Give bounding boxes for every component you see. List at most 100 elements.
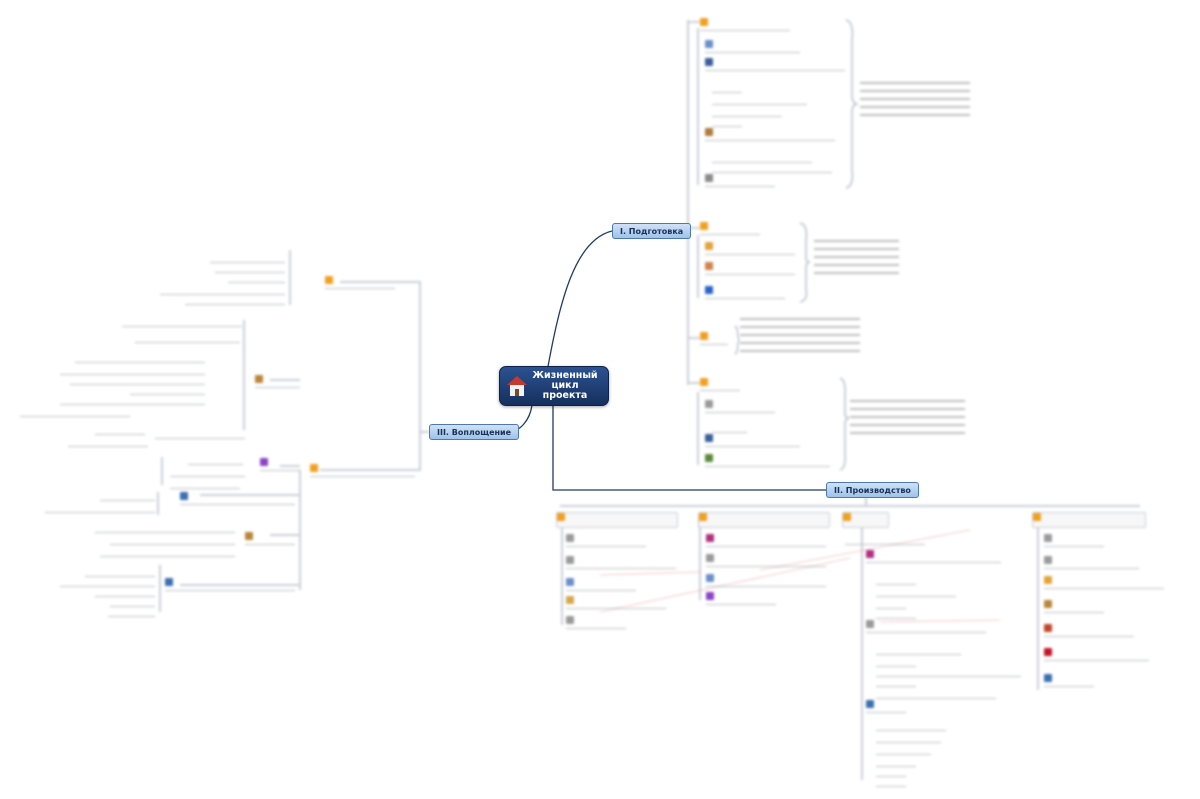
subtopic-placeholder bbox=[95, 584, 155, 597]
subtopic-placeholder bbox=[1044, 674, 1094, 687]
bulb-icon bbox=[699, 513, 707, 521]
subtopic-placeholder bbox=[100, 488, 155, 501]
coins-icon bbox=[705, 242, 713, 250]
subtopic-placeholder bbox=[866, 700, 906, 713]
subtopic-placeholder bbox=[185, 292, 285, 305]
subtopic-placeholder bbox=[876, 718, 946, 731]
bulb-icon bbox=[310, 464, 318, 472]
subtopic-placeholder bbox=[95, 422, 145, 435]
blueprint-icon bbox=[566, 578, 574, 586]
subtopic-placeholder bbox=[705, 454, 830, 467]
subtopic-placeholder bbox=[876, 642, 961, 655]
main-topic-production[interactable]: II. Производство bbox=[826, 482, 919, 498]
subtopic-placeholder bbox=[700, 222, 760, 235]
subtopic-placeholder bbox=[325, 276, 395, 289]
subtopic-placeholder bbox=[712, 80, 742, 93]
main-topic-preparation[interactable]: I. Подготовка bbox=[612, 223, 692, 239]
subtopic-placeholder bbox=[566, 596, 666, 609]
bulb-icon bbox=[700, 332, 708, 340]
subtopic-placeholder bbox=[1044, 576, 1164, 589]
subtopic-placeholder bbox=[1032, 512, 1146, 528]
blueprint-icon bbox=[180, 492, 188, 500]
person-icon bbox=[866, 700, 874, 708]
note-placeholder bbox=[740, 316, 860, 354]
subtopic-placeholder bbox=[705, 128, 835, 141]
subtopic-placeholder bbox=[68, 434, 148, 447]
pie-icon bbox=[260, 458, 268, 466]
main-topic-implementation[interactable]: III. Воплощение bbox=[429, 424, 520, 440]
pie-icon bbox=[706, 592, 714, 600]
bulb-icon bbox=[1033, 513, 1041, 521]
subtopic-placeholder bbox=[566, 556, 676, 569]
subtopic-placeholder bbox=[70, 372, 205, 385]
subtopic-placeholder bbox=[100, 544, 235, 557]
chart-icon bbox=[705, 262, 713, 270]
document-icon bbox=[866, 620, 874, 628]
building-icon bbox=[165, 578, 173, 586]
subtopic-placeholder bbox=[245, 532, 295, 545]
subtopic-placeholder bbox=[556, 512, 678, 528]
tools-icon bbox=[1044, 600, 1052, 608]
subtopic-placeholder bbox=[60, 574, 155, 587]
bulb-icon bbox=[557, 513, 565, 521]
subtopic-placeholder bbox=[1044, 624, 1134, 637]
central-topic[interactable]: Жизненный цикл проекта bbox=[499, 366, 609, 406]
subtopic-placeholder bbox=[160, 282, 285, 295]
subtopic-placeholder bbox=[566, 578, 636, 591]
subtopic-placeholder bbox=[712, 150, 812, 163]
tools-icon bbox=[245, 532, 253, 540]
subtopic-placeholder bbox=[215, 260, 285, 273]
subtopic-placeholder bbox=[876, 754, 916, 767]
central-topic-title: Жизненный цикл проекта bbox=[532, 370, 598, 401]
magnifier-icon bbox=[705, 40, 713, 48]
subtopic-placeholder bbox=[876, 584, 956, 597]
subtopic-placeholder bbox=[75, 350, 205, 363]
subtopic-placeholder bbox=[155, 426, 245, 439]
document-icon bbox=[706, 554, 714, 562]
subtopic-placeholder bbox=[705, 58, 845, 71]
subtopic-placeholder bbox=[210, 250, 285, 263]
building-icon bbox=[566, 596, 574, 604]
subtopic-placeholder bbox=[110, 532, 235, 545]
subtopic-placeholder bbox=[866, 550, 1001, 563]
subtopic-placeholder bbox=[698, 512, 830, 528]
subtopic-placeholder bbox=[60, 392, 205, 405]
subtopic-placeholder bbox=[876, 596, 906, 609]
bulb-icon bbox=[700, 378, 708, 386]
subtopic-placeholder bbox=[876, 764, 906, 777]
subtopic-placeholder bbox=[165, 578, 295, 591]
subtopic-placeholder bbox=[310, 464, 415, 477]
subtopic-placeholder bbox=[135, 330, 240, 343]
shop-icon bbox=[706, 534, 714, 542]
subtopic-placeholder bbox=[700, 332, 728, 345]
chart-icon bbox=[1044, 576, 1052, 584]
subtopic-placeholder bbox=[260, 458, 300, 471]
note-placeholder bbox=[860, 80, 970, 120]
subtopic-placeholder bbox=[876, 654, 916, 667]
subtopic-placeholder bbox=[876, 742, 931, 755]
car-icon bbox=[1044, 648, 1052, 656]
subtopic-placeholder bbox=[60, 362, 205, 375]
subtopic-placeholder bbox=[876, 674, 916, 687]
subtopic-placeholder bbox=[255, 375, 300, 388]
house-icon bbox=[506, 375, 528, 397]
subtopic-placeholder bbox=[700, 18, 790, 31]
subtopic-placeholder bbox=[705, 174, 775, 187]
subtopic-placeholder bbox=[705, 242, 795, 255]
store-icon bbox=[1044, 624, 1052, 632]
subtopic-placeholder bbox=[876, 774, 906, 787]
subtopic-placeholder bbox=[712, 114, 742, 127]
subtopic-placeholder bbox=[110, 594, 155, 607]
subtopic-placeholder bbox=[706, 554, 826, 567]
bulb-icon bbox=[325, 276, 333, 284]
subtopic-placeholder bbox=[20, 404, 130, 417]
subtopic-placeholder bbox=[706, 534, 826, 547]
bulb-icon bbox=[700, 18, 708, 26]
subtopic-placeholder bbox=[1044, 534, 1104, 547]
pencil-icon bbox=[1044, 534, 1052, 542]
truck-icon bbox=[1044, 674, 1052, 682]
subtopic-placeholder bbox=[845, 532, 925, 545]
bulb-icon bbox=[843, 513, 851, 521]
